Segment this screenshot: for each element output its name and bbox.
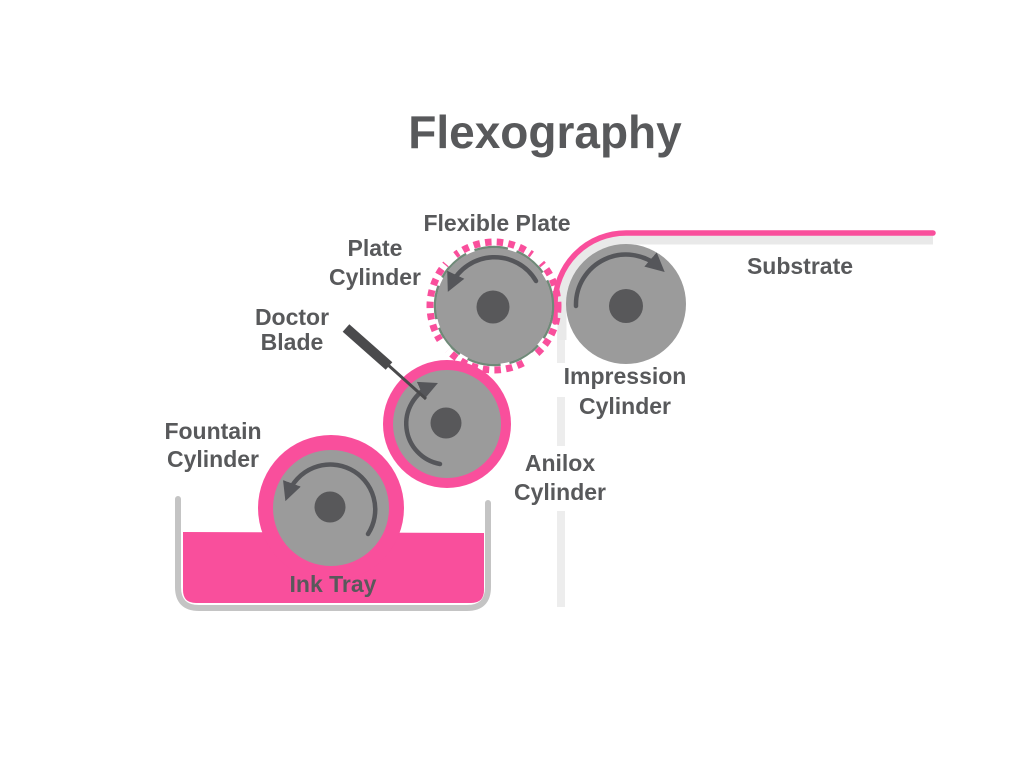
page-title: Flexography [408, 106, 682, 158]
substrate-web-segment [557, 330, 565, 363]
label-doctor-blade-line2: Blade [261, 329, 324, 355]
substrate-band [557, 235, 933, 340]
substrate-web-segment [557, 397, 565, 446]
label-substrate: Substrate [747, 253, 853, 279]
label-flexible-plate: Flexible Plate [423, 210, 570, 236]
anilox-cylinder-hub [430, 407, 462, 439]
label-doctor-blade-line1: Doctor [255, 304, 329, 330]
label-anilox-cylinder-line2: Cylinder [514, 479, 606, 505]
ink-tray-outline [175, 496, 491, 611]
fountain-cylinder [273, 450, 389, 566]
doctor-blade-bar [342, 324, 393, 370]
label-plate-cylinder-line1: Plate [348, 235, 403, 261]
plate-cylinder-hub [476, 290, 510, 324]
label-impression-cylinder-line2: Cylinder [579, 393, 671, 419]
doctor-blade-tip [385, 362, 428, 401]
impression-cylinder-hub [609, 289, 643, 323]
impression-cylinder [566, 244, 686, 364]
label-fountain-cylinder-line1: Fountain [164, 418, 261, 444]
clockwise-rotation-arrow-icon [573, 252, 665, 309]
flexible-plate-ring [426, 238, 562, 374]
counterclockwise-rotation-arrow-icon [447, 254, 539, 292]
plate-cylinder [426, 238, 562, 374]
label-anilox-cylinder-line1: Anilox [525, 450, 595, 476]
label-fountain-cylinder-line2: Cylinder [167, 446, 259, 472]
substrate-web-segment [557, 511, 565, 607]
anilox-cylinder [383, 360, 511, 488]
label-impression-cylinder-line1: Impression [564, 363, 687, 389]
plate-backing-ring [433, 245, 555, 367]
label-plate-cylinder-line2: Cylinder [329, 264, 421, 290]
counterclockwise-rotation-arrow-icon [283, 462, 378, 537]
fountain-cylinder-hub [314, 491, 346, 523]
doctor-blade [342, 324, 428, 401]
label-ink-tray: Ink Tray [290, 571, 377, 597]
